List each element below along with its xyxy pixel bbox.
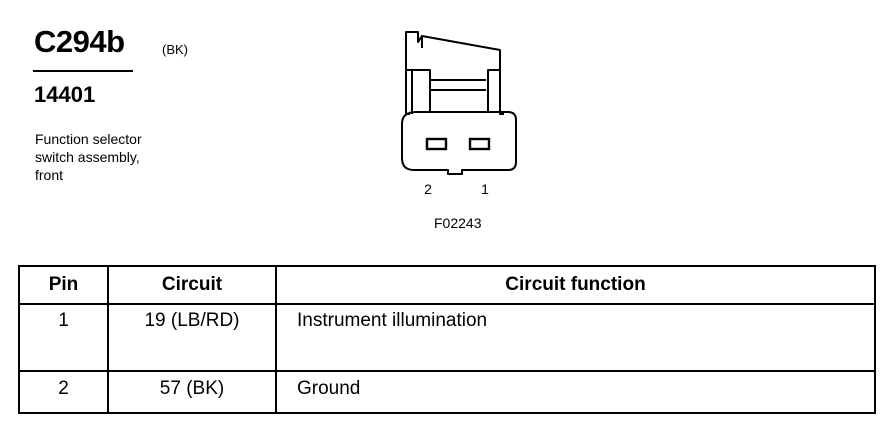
figure-code: F02243 [434,215,482,231]
pin-1-terminal [468,137,491,151]
component-description: Function selector switch assembly, front [35,130,142,184]
pin-cell: 1 [18,303,109,372]
connector-color-code: (BK) [162,42,188,57]
description-line: Function selector [35,131,142,147]
table-row: 2 57 (BK) Ground [18,370,876,414]
circuit-cell: 19 (LB/RD) [107,303,277,372]
connector-id: C294b [34,24,125,59]
pin-label-2: 2 [424,181,432,197]
connector-housing [401,31,517,175]
part-number: 14401 [34,82,96,107]
pin-2-terminal [425,137,448,151]
column-header-pin: Pin [18,265,109,305]
pin-cell: 2 [18,370,109,414]
title-underline [33,70,133,72]
function-cell: Instrument illumination [275,303,876,372]
table-header-row: Pin Circuit Circuit function [18,265,876,305]
description-line: front [35,167,64,183]
pin-table: Pin Circuit Circuit function 1 19 (LB/RD… [18,265,876,414]
description-line: switch assembly, [35,149,140,165]
column-header-circuit-function: Circuit function [275,265,876,305]
pin-label-1: 1 [481,181,489,197]
circuit-cell: 57 (BK) [107,370,277,414]
column-header-circuit: Circuit [107,265,277,305]
connector-diagram: 2 1 [401,31,517,197]
table-row: 1 19 (LB/RD) Instrument illumination [18,303,876,372]
function-cell: Ground [275,370,876,414]
